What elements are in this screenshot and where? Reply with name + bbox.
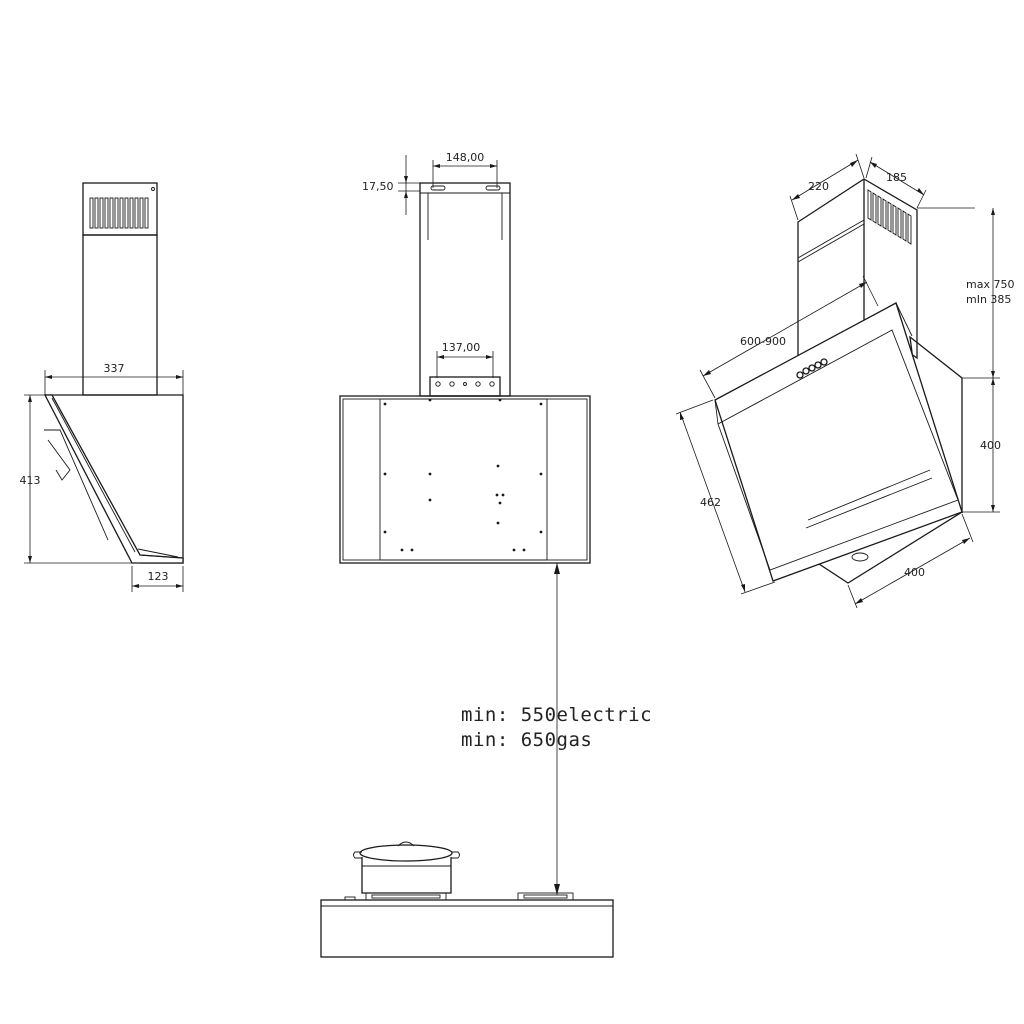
side-width-label: 337 bbox=[104, 362, 125, 375]
front-top-offset-label: 17,50 bbox=[362, 180, 394, 193]
front-view: 148,00 17,50 137,00 bbox=[339, 151, 591, 564]
side-view: 337 413 123 bbox=[20, 182, 184, 592]
iso-glass-length-label: 462 bbox=[700, 496, 721, 509]
cooktop bbox=[320, 841, 614, 958]
cooktop-body bbox=[320, 899, 614, 958]
iso-chimney-min-label: mIn 385 bbox=[966, 293, 1011, 306]
side-glass-panel bbox=[43, 394, 184, 564]
clearance-gas-label: min: 650gas bbox=[461, 729, 592, 751]
clearance-electric-label: min: 550electric bbox=[461, 704, 652, 726]
isometric-view: 220 185 max 750 mIn 385 400 600-900 bbox=[675, 153, 1014, 609]
front-top-width-label: 148,00 bbox=[446, 151, 485, 164]
iso-body-height-label: 400 bbox=[980, 439, 1001, 452]
side-height-label: 413 bbox=[20, 474, 41, 487]
iso-chimney-max-label: max 750 bbox=[966, 278, 1014, 291]
iso-range-label: 600-900 bbox=[740, 335, 786, 348]
side-depth-label: 123 bbox=[148, 570, 169, 583]
clearance-dimension: min: 550electric min: 650gas bbox=[461, 563, 652, 895]
pot-icon bbox=[353, 841, 460, 894]
front-screw-holes bbox=[383, 398, 543, 552]
iso-vent-slots bbox=[867, 189, 912, 245]
iso-chimney-width-label: 185 bbox=[886, 171, 907, 184]
iso-control-buttons bbox=[796, 358, 828, 379]
front-bracket-width-label: 137,00 bbox=[442, 341, 481, 354]
iso-bottom-width-label: 400 bbox=[904, 566, 925, 579]
front-chimney bbox=[419, 182, 511, 397]
front-bracket bbox=[429, 376, 501, 397]
iso-chimney-depth-label: 220 bbox=[808, 180, 829, 193]
front-body bbox=[339, 395, 591, 564]
side-vent-slots bbox=[89, 197, 149, 229]
